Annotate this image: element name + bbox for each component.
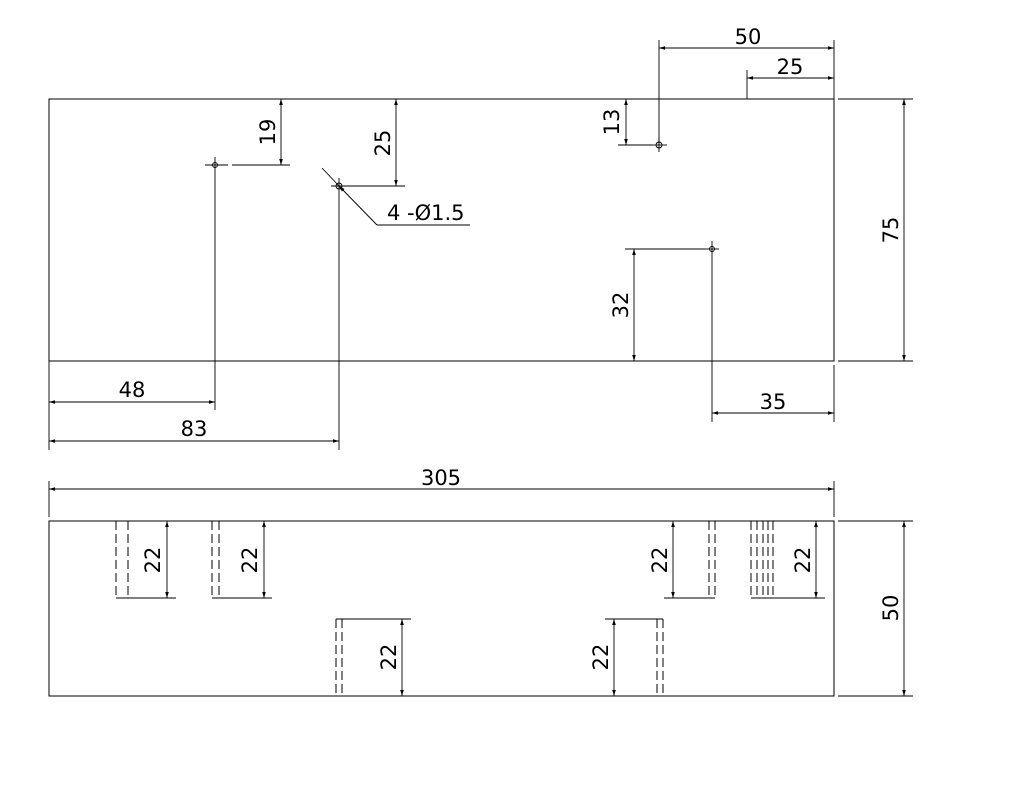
hidden-hole-3: 22 [648, 521, 716, 599]
hole-1 [205, 157, 228, 172]
dim-text: 19 [256, 119, 280, 146]
top-view-outline [48, 98, 835, 362]
dim-text: 22 [589, 644, 613, 671]
dim-text: 25 [777, 55, 804, 79]
dim-text: 50 [735, 25, 762, 49]
dim-text: 22 [377, 644, 401, 671]
dim-text: 22 [238, 547, 262, 574]
dim-text: 48 [119, 378, 146, 402]
front-view-outline [48, 520, 835, 697]
hidden-hole-6: 22 [589, 618, 664, 696]
dim-19: 19 [232, 99, 290, 166]
hidden-hole-4: 22 [750, 521, 825, 599]
top-view: 50 25 19 25 4 -Ø1.5 [48, 25, 913, 450]
hole-callout-text: 4 -Ø1.5 [387, 201, 465, 225]
dim-text: 83 [181, 417, 208, 441]
dim-text: 32 [609, 292, 633, 319]
dim-25-left: 25 [345, 99, 405, 187]
dim-text: 35 [760, 390, 787, 414]
front-view: 305 50 22 22 [48, 466, 913, 697]
dim-text: 25 [371, 130, 395, 157]
dim-text: 22 [648, 547, 672, 574]
dim-305: 305 [48, 466, 835, 517]
dim-32: 32 [609, 248, 705, 361]
dim-13: 13 [600, 99, 652, 146]
dim-text: 50 [879, 595, 903, 622]
dim-text: 22 [141, 547, 165, 574]
dim-text: 75 [879, 217, 903, 244]
dim-25-top: 25 [746, 55, 834, 99]
hidden-hole-5: 22 [335, 618, 411, 696]
hidden-hole-2: 22 [211, 521, 272, 599]
dim-50-right: 50 [838, 520, 913, 697]
dim-50-top: 50 [658, 25, 835, 145]
dim-text: 13 [600, 109, 624, 136]
dim-text: 305 [421, 466, 461, 490]
dim-48: 48 [48, 172, 216, 450]
hole-4 [704, 241, 719, 256]
hole-callout: 4 -Ø1.5 [321, 167, 470, 226]
dim-35: 35 [711, 256, 835, 422]
dim-83: 83 [49, 194, 340, 450]
hidden-hole-1: 22 [115, 521, 176, 599]
dim-text: 22 [791, 547, 815, 574]
dim-75: 75 [838, 98, 913, 362]
